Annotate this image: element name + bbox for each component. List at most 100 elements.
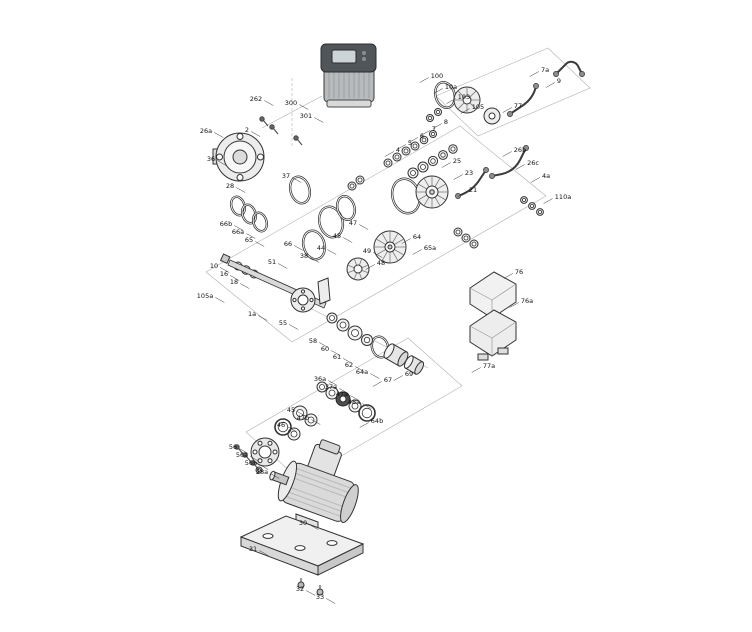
pulley-disc [346, 257, 370, 281]
callout-leader-line [214, 132, 224, 138]
part-number-callout: 76a [521, 297, 533, 305]
spacer-sleeve [403, 355, 425, 375]
part-number-callout: 2 [245, 126, 249, 134]
callout-leader-line [250, 456, 260, 462]
part-number-callout: 7 [432, 125, 436, 133]
part-number-callout: 46 [277, 421, 285, 429]
washer [417, 161, 429, 173]
washer [429, 130, 437, 138]
control-unit [320, 43, 377, 108]
part-number-callout: 30 [299, 519, 307, 527]
callout-leader-line [236, 187, 246, 193]
chamber-disc [415, 175, 449, 209]
part-number-callout: 21 [469, 186, 477, 194]
washer [434, 108, 442, 116]
callout-leader-line [250, 131, 261, 137]
part-number-callout: 28 [226, 182, 234, 190]
part-number-callout: 45 [287, 406, 295, 414]
callout-leader-line [502, 107, 512, 113]
o-ring [288, 175, 312, 205]
part-number-callout: 77 [514, 102, 522, 110]
part-number-callout: 77a [483, 362, 495, 370]
part-number-callout: 26c [527, 159, 539, 167]
motor [269, 439, 359, 523]
callout-leader-line [503, 273, 513, 279]
part-number-callout: 61 [333, 353, 341, 361]
washer [355, 175, 365, 185]
part-number-callout: 5 [408, 139, 412, 147]
callout-leader-line [502, 151, 512, 157]
washer [348, 399, 362, 413]
callout-leader-line [543, 198, 553, 204]
callout-leader-line [401, 238, 411, 244]
callout-leader-line [509, 302, 519, 308]
washer [392, 152, 402, 162]
part-number-callout: 55 [279, 319, 287, 327]
motor-flange [250, 437, 280, 467]
callout-leader-line [309, 524, 319, 530]
callout-leader-line [343, 358, 353, 364]
washer [304, 413, 318, 427]
washer [316, 381, 328, 393]
o-ring [240, 203, 258, 225]
part-number-callout: 9 [557, 77, 561, 85]
part-number-callout: 56a [236, 451, 248, 459]
callout-leader-line [292, 177, 302, 183]
callout-leader-line [365, 264, 375, 270]
control-display [331, 49, 357, 64]
callout-leader-line [393, 375, 403, 381]
part-number-callout: 66 [284, 240, 292, 248]
callout-leader-line [529, 71, 539, 77]
part-number-callout: 105a [197, 292, 213, 300]
screw-set-top [259, 116, 303, 146]
nut [528, 202, 536, 210]
part-number-callout: 36 [207, 155, 215, 163]
part-number-callout: 10 [210, 262, 218, 270]
o-ring [335, 195, 357, 221]
part-number-callout: 47b [297, 414, 309, 422]
callout-leader-line [234, 225, 244, 231]
wear-ring-disc [483, 107, 501, 125]
washer [410, 141, 420, 151]
bearing [335, 391, 351, 407]
callout-leader-line [299, 104, 309, 110]
callout-leader-line [359, 224, 369, 230]
callout-leader-line [339, 388, 349, 394]
part-number-callout: 103 [458, 93, 470, 101]
part-number-callout: 45 [333, 232, 341, 240]
callout-leader-line [217, 160, 227, 166]
part-number-callout: 76 [515, 268, 523, 276]
callout-leader-line [239, 448, 249, 454]
part-number-callout: 48a [348, 398, 360, 406]
callout-leader-line [355, 366, 365, 372]
washer [448, 144, 458, 154]
part-number-callout: 25 [453, 157, 461, 165]
control-button [362, 57, 366, 61]
callout-leader-line [412, 249, 422, 255]
nut [536, 208, 544, 216]
callout-leader-line [327, 249, 337, 255]
callout-leader-line [359, 422, 369, 428]
callout-leader-line [310, 257, 320, 263]
seal-ring [361, 334, 373, 346]
part-number-callout: 58 [309, 337, 317, 345]
washer [469, 239, 479, 249]
base-bolts [297, 578, 324, 596]
seal-ring [347, 325, 363, 341]
callout-leader-line [331, 350, 341, 356]
o-ring [229, 195, 247, 217]
part-number-callout: 47 [349, 219, 357, 227]
part-number-callout: 67 [384, 376, 392, 384]
part-number-callout: 18 [230, 278, 238, 286]
retaining-ring [358, 404, 376, 422]
part-number-callout: 49 [363, 247, 371, 255]
callout-leader-line [278, 263, 288, 269]
callout-leader-line [441, 162, 451, 168]
part-number-callout: 64a [356, 368, 368, 376]
callout-leader-line [289, 324, 299, 330]
callout-leader-line [384, 151, 395, 157]
part-number-callout: 26a [200, 127, 212, 135]
part-number-callout: 64b [371, 417, 383, 425]
callout-leader-line [343, 237, 353, 243]
